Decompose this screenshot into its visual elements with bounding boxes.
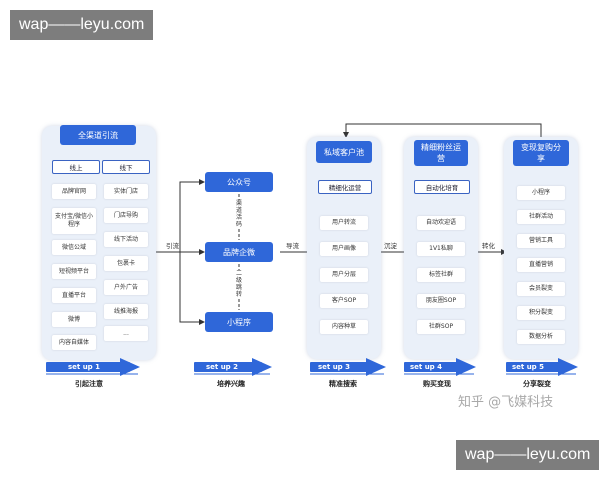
list-item: 微博 [52, 312, 96, 327]
arrow-to-gzh [179, 179, 205, 252]
stage2-box-brand-wecom: 品牌企微 [205, 242, 273, 262]
list-item: 社群SOP [417, 320, 465, 334]
list-item: 门店导购 [104, 208, 148, 223]
list-item: 用户分层 [320, 268, 368, 282]
stage4-sub: 自动化培育 [414, 180, 470, 194]
list-item: 小程序 [517, 186, 565, 200]
list-item: 积分裂变 [517, 306, 565, 320]
step-bar-2 [194, 358, 272, 376]
stage5-panel [504, 137, 578, 359]
arrow-to-xcx [179, 252, 205, 325]
list-item: 会员裂变 [517, 282, 565, 296]
stage2-box-gongzhonghao: 公众号 [205, 172, 273, 192]
step-bar-4 [404, 358, 476, 376]
step-label-2: set up 2 [206, 363, 238, 371]
stage3-title: 私域客户池 [316, 141, 372, 163]
arrow-label-daoliu: 导流 [286, 242, 299, 250]
list-item: 直播平台 [52, 288, 96, 303]
list-item: 实体门店 [104, 184, 148, 199]
step-bar-5 [506, 358, 578, 376]
list-item: 用户画像 [320, 242, 368, 256]
stage4-title: 精细粉丝运营 [414, 140, 468, 166]
stage2-label-erji: 二级跳转 [235, 270, 243, 298]
list-item: 用户转流 [320, 216, 368, 230]
list-item: 营销工具 [517, 234, 565, 248]
list-item: 朋友圈SOP [417, 294, 465, 308]
list-item: 内容自媒体 [52, 335, 96, 350]
list-item: 社群活动 [517, 210, 565, 224]
list-item: 直播营销 [517, 258, 565, 272]
stage4-caption: 购买变现 [423, 380, 451, 388]
step-label-3: set up 3 [318, 363, 350, 371]
list-item: 短视频平台 [52, 264, 96, 279]
step-label-5: set up 5 [512, 363, 544, 371]
arrow-label-yinliu: 引流 [166, 242, 179, 250]
step-bar-1 [46, 358, 140, 376]
stage2-label-qudao: 渠道活码 [235, 200, 243, 228]
list-item: 自动欢迎语 [417, 216, 465, 230]
list-item: 客户SOP [320, 294, 368, 308]
stage1-title: 全渠道引流 [60, 125, 136, 145]
stage1-offline-label: 线下 [102, 160, 150, 174]
list-item: 微信公域 [52, 240, 96, 255]
stage1-caption: 引起注意 [75, 380, 103, 388]
arrow-loop [343, 123, 542, 138]
list-item: 数据分析 [517, 330, 565, 344]
list-item: ... [104, 326, 148, 341]
list-item: 支付宝/微信小程序 [52, 208, 96, 234]
list-item: 1V1私聊 [417, 242, 465, 256]
list-item: 标签社群 [417, 268, 465, 282]
arrow-label-chendian: 沉淀 [384, 242, 397, 250]
step-label-4: set up 4 [410, 363, 442, 371]
arrow-label-zhuanhua: 转化 [482, 242, 495, 250]
step-bar-3 [310, 358, 386, 376]
zhihu-credit: 知乎 @飞媒科技 [458, 395, 554, 410]
list-item: 品牌官网 [52, 184, 96, 199]
stage5-title: 变现复购分享 [513, 140, 569, 166]
list-item: 户外广告 [104, 280, 148, 295]
step-label-1: set up 1 [68, 363, 100, 371]
stage2-box-miniprogram: 小程序 [205, 312, 273, 332]
list-item: 线下活动 [104, 232, 148, 247]
stage3-sub: 精细化运营 [318, 180, 372, 194]
list-item: 包裹卡 [104, 256, 148, 271]
stage3-caption: 精准搜索 [329, 380, 357, 388]
list-item: 线推海报 [104, 304, 148, 319]
watermark-bottom: wap——leyu.com [456, 440, 600, 470]
watermark-top: wap——leyu.com [10, 10, 154, 40]
list-item: 内容种草 [320, 320, 368, 334]
stage5-caption: 分享裂变 [523, 380, 551, 388]
stage2-caption: 培养兴趣 [217, 380, 245, 388]
stage1-online-label: 线上 [52, 160, 100, 174]
